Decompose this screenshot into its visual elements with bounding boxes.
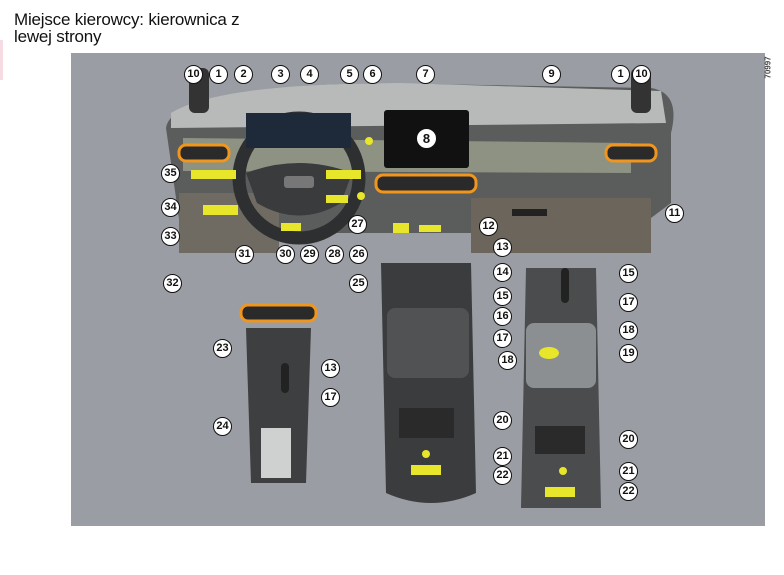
callout: 17 [619,293,638,312]
callout: 20 [493,411,512,430]
callout: 17 [321,388,340,407]
callout: 5 [340,65,359,84]
title-line-2: lewej strony [14,27,102,46]
callout: 15 [493,287,512,306]
callout: 1 [209,65,228,84]
callout: 35 [161,164,180,183]
callout: 19 [619,344,638,363]
callout: 22 [619,482,638,501]
vent-center [374,173,478,194]
rear-vent [399,408,454,438]
callout: 18 [619,321,638,340]
callout: 31 [235,245,254,264]
callout: 21 [619,462,638,481]
vent-right [604,143,658,163]
callout: 20 [619,430,638,449]
callout: 15 [619,264,638,283]
figure-code-text: 70997 [763,56,773,79]
callout: 6 [363,65,382,84]
callout: 34 [161,198,180,217]
callout: 14 [493,263,512,282]
callout: 17 [493,329,512,348]
callout: 29 [300,245,319,264]
page-edge-marker [0,40,3,80]
callout: 23 [213,339,232,358]
callout: 4 [300,65,319,84]
page-title: Miejsce kierowcy: kierownica z lewej str… [14,10,240,46]
callout: 1 [611,65,630,84]
title-line-1: Miejsce kierowcy: kierownica z [14,10,240,29]
callout: 26 [349,245,368,264]
callout: 9 [542,65,561,84]
callout: 30 [276,245,295,264]
callout: 21 [493,447,512,466]
callout: 8 [416,128,437,149]
callout: 13 [321,359,340,378]
callout: 32 [163,274,182,293]
callout: 12 [479,217,498,236]
callout: 13 [493,238,512,257]
callout: 33 [161,227,180,246]
wheel-logo [284,176,314,188]
callout: 10 [632,65,651,84]
callout: 2 [234,65,253,84]
figure-code: 70997 [763,53,780,85]
armrest [387,308,469,378]
callout: 28 [325,245,344,264]
callout: 27 [348,215,367,234]
callout: 22 [493,466,512,485]
glovebox-handle [512,209,547,216]
instrument-cluster [246,113,351,148]
vent-left [177,143,231,163]
callout: 7 [416,65,435,84]
callout: 16 [493,307,512,326]
callout: 24 [213,417,232,436]
callout: 11 [665,204,684,223]
callout: 3 [271,65,290,84]
callout: 25 [349,274,368,293]
callout: 18 [498,351,517,370]
callout: 10 [184,65,203,84]
